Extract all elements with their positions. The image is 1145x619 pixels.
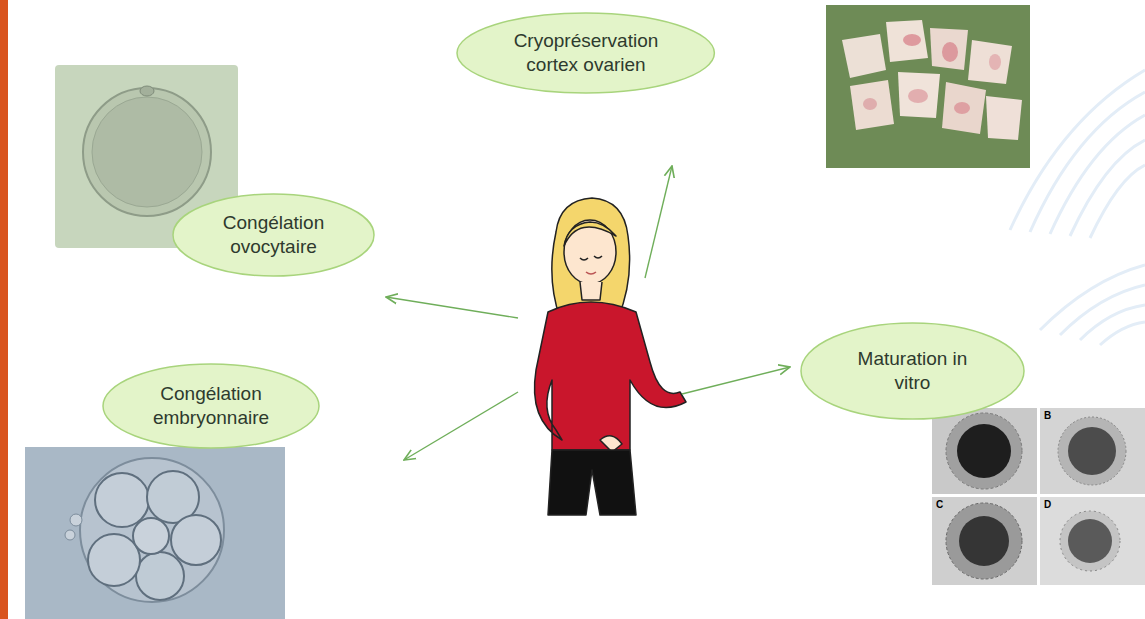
- method-label: Cryopréservation cortex ovarien: [501, 29, 671, 77]
- ellipse-outline: [800, 322, 1025, 420]
- panel-letter: B: [1044, 411, 1051, 421]
- method-ellipse: Congélation ovocytaire: [172, 193, 375, 277]
- background-arcs: [1010, 70, 1145, 345]
- method-ellipse: Cryopréservation cortex ovarien: [456, 12, 715, 94]
- ellipse-outline: [172, 193, 375, 277]
- method-label: Congélation ovocytaire: [209, 211, 339, 259]
- side-bar: [0, 0, 8, 619]
- panel-letter: D: [1044, 500, 1051, 510]
- maturation-photos: [932, 408, 1145, 585]
- embryo-photo: [25, 447, 285, 619]
- woman-illustration: [534, 198, 686, 515]
- ellipse-outline: [102, 363, 320, 449]
- method-label: Congélation embryonnaire: [141, 382, 281, 430]
- ovarian-cortex-photo: [826, 5, 1030, 168]
- ellipse-outline: [456, 12, 715, 94]
- panel-letter: C: [936, 500, 943, 510]
- method-ellipse: Maturation in vitro: [800, 322, 1025, 420]
- method-arrows: [386, 166, 790, 460]
- method-ellipse: Congélation embryonnaire: [102, 363, 320, 449]
- method-label: Maturation in vitro: [854, 347, 972, 395]
